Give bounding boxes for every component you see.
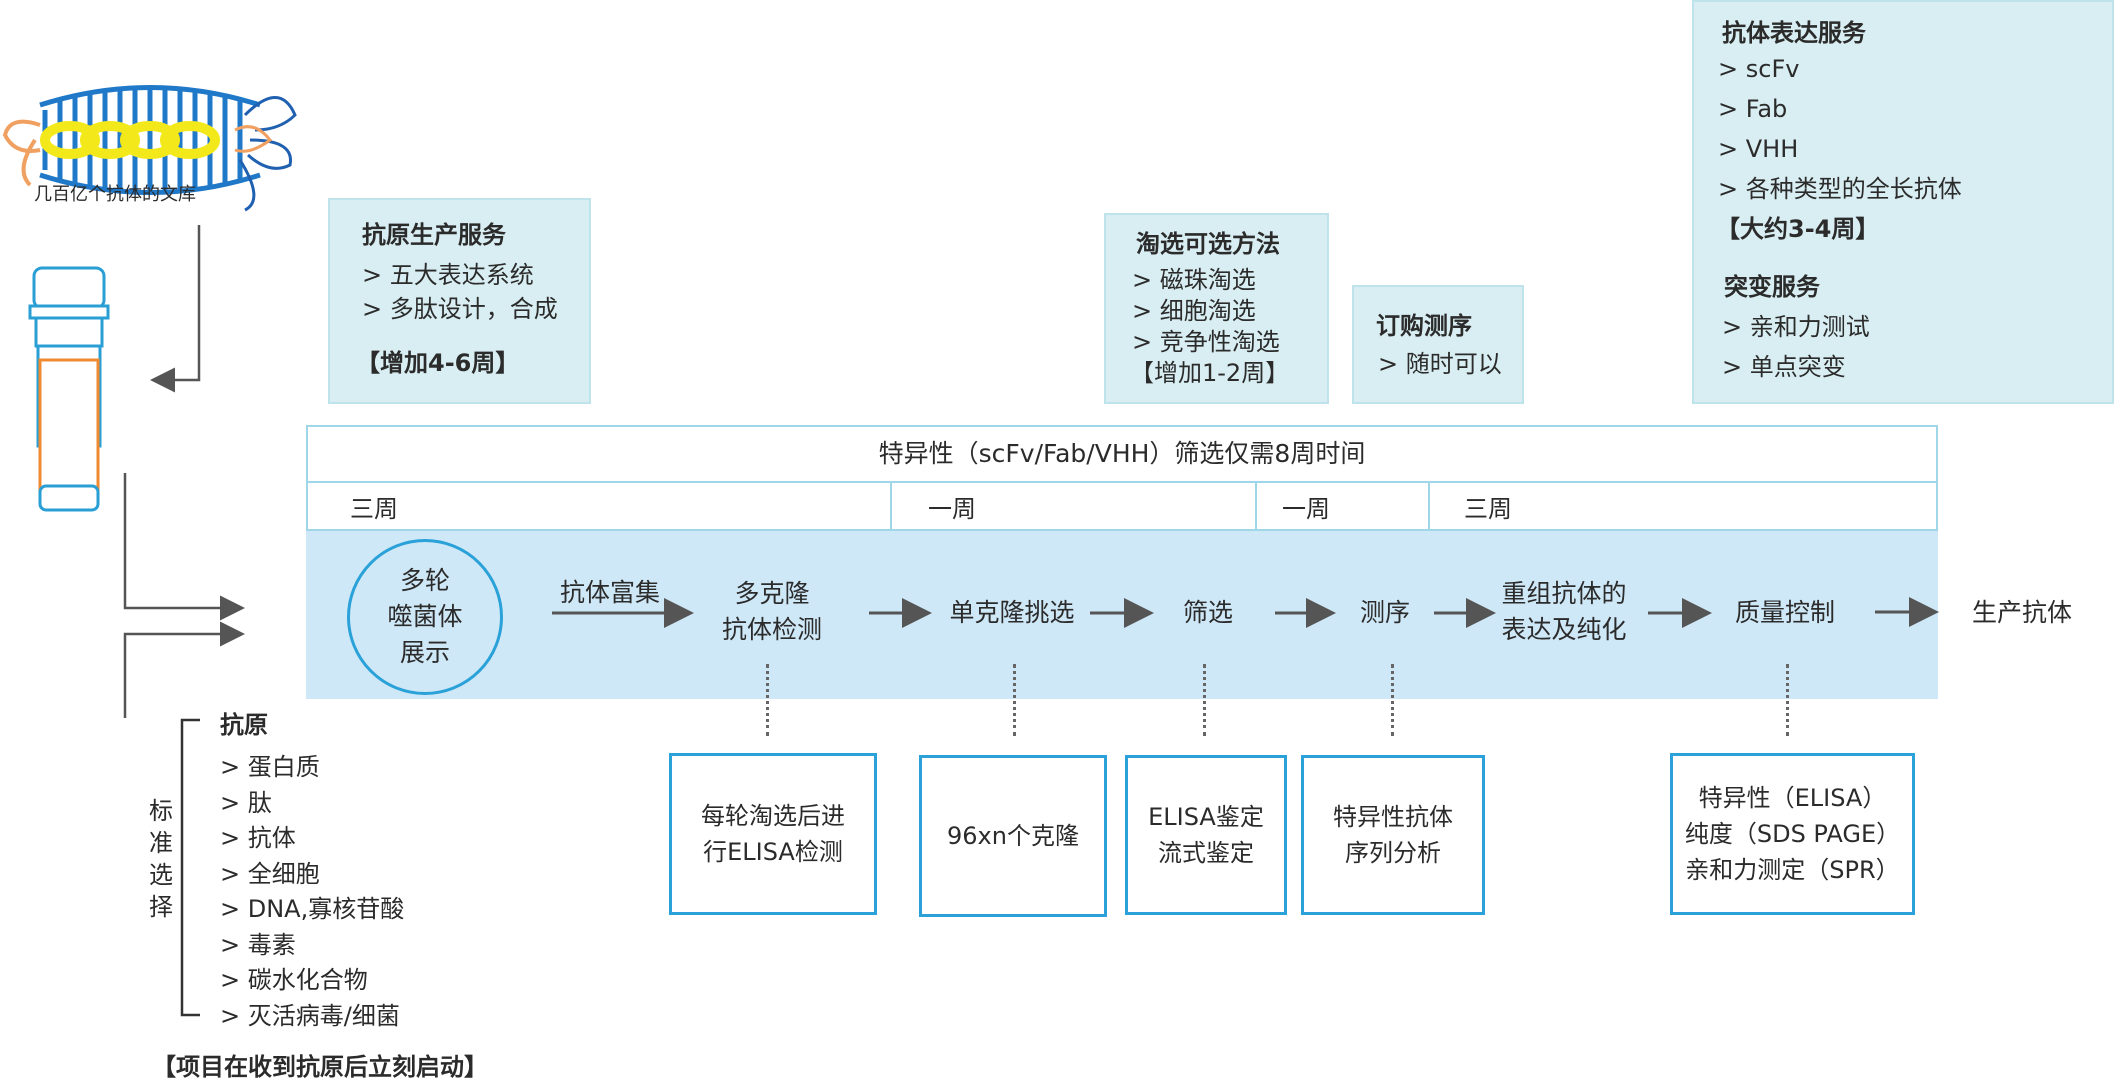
antigen-item: > 碳水化合物 [220,966,368,994]
process-band [306,531,1938,699]
detail-line: 序列分析 [1345,839,1441,867]
dotted-connector [1786,664,1789,736]
tube-icon [28,266,110,512]
panning-method-item: > 竞争性淘选 [1132,328,1280,356]
phage-display-line: 展示 [399,638,450,667]
expression-item: > Fab [1718,95,1788,123]
timeline-divider [1255,481,1257,531]
phage-display-circle: 多轮 噬菌体 展示 [347,539,503,695]
antigen-item: > DNA,寡核苷酸 [220,895,405,923]
expression-duration: 【大约3-4周】 [1716,215,1880,243]
detail-line: 特异性抗体 [1333,803,1453,831]
process-step-line: 表达及纯化 [1501,615,1627,644]
side-label-char: 准 [149,829,173,857]
antigen-service-box: 抗原生产服务 > 五大表达系统 > 多肽设计，合成 【增加4-6周】 [328,198,591,404]
detail-line: 96xn个克隆 [947,822,1079,850]
panning-method-item: > 磁珠淘选 [1132,266,1256,294]
antigen-item: > 抗体 [220,824,296,852]
process-step: 测序 [1359,598,1411,627]
timeline-divider [1428,481,1430,531]
side-label-char: 标 [149,797,173,825]
sequencing-order-title: 订购测序 [1376,312,1472,340]
antigen-service-item: > 多肽设计，合成 [362,295,558,323]
project-start-note: 【项目在收到抗原后立刻启动】 [152,1053,488,1081]
panning-methods-title: 淘选可选方法 [1136,230,1280,258]
expression-item: > scFv [1718,55,1800,83]
standard-selection-label: 标 准 选 择 [146,795,176,923]
expression-service-title: 抗体表达服务 [1722,19,1866,47]
dotted-connector [1391,664,1394,736]
expression-service-box: 抗体表达服务 > scFv > Fab > VHH > 各种类型的全长抗体 【大… [1692,0,2114,404]
library-label: 几百亿个抗体的文库 [34,184,196,205]
dotted-connector [1203,664,1206,736]
timeline-divider [306,481,1938,483]
sequencing-order-item: > 随时可以 [1378,350,1502,378]
timeline-week: 三周 [350,495,398,523]
side-label-char: 择 [149,893,173,921]
timeline-header: 特异性（scFv/Fab/VHH）筛选仅需8周时间 [878,439,1366,468]
expression-item: > 各种类型的全长抗体 [1718,175,1962,203]
process-step: 单克隆挑选 [949,598,1075,627]
detail-box: 特异性抗体 序列分析 [1301,755,1485,915]
antigen-item: > 蛋白质 [220,753,320,781]
antigen-item: > 肽 [220,788,272,817]
timeline-week: 一周 [928,495,976,523]
antigen-item: > 毒素 [220,930,296,959]
timeline-divider [890,481,892,531]
mutation-service-title: 突变服务 [1724,273,1820,301]
antigen-service-item: > 五大表达系统 [362,261,534,289]
detail-line: 纯度（SDS PAGE） [1684,820,1901,848]
antigen-service-duration: 【增加4-6周】 [356,349,520,377]
detail-box: 特异性（ELISA） 纯度（SDS PAGE） 亲和力测定（SPR） [1670,753,1915,915]
mutation-item: > 单点突变 [1722,353,1846,381]
detail-line: ELISA鉴定 [1148,803,1264,831]
detail-line: 流式鉴定 [1158,839,1254,867]
timeline-week: 一周 [1282,495,1330,523]
side-label-char: 选 [149,861,173,889]
mutation-item: > 亲和力测试 [1722,313,1870,341]
process-step: 质量控制 [1734,598,1836,627]
expression-item: > VHH [1718,135,1799,163]
panning-method-item: > 细胞淘选 [1132,297,1256,325]
process-step: 筛选 [1182,598,1234,627]
timeline-week: 三周 [1464,495,1512,523]
detail-line: 每轮淘选后进 [701,802,845,830]
detail-box: 96xn个克隆 [919,755,1107,917]
detail-line: 行ELISA检测 [703,838,843,866]
process-step-line: 重组抗体的 [1501,579,1627,608]
detail-line: 特异性（ELISA） [1698,784,1887,812]
process-step-line: 多克隆 [734,579,810,608]
antibody-library-icon [2,85,297,212]
panning-methods-box: 淘选可选方法 > 磁珠淘选 > 细胞淘选 > 竞争性淘选 【增加1-2周】 [1104,213,1329,404]
phage-display-line: 噬菌体 [387,602,463,631]
timeline-table [306,425,1938,531]
phage-display-line: 多轮 [399,566,450,595]
dotted-connector [1013,664,1016,736]
enrichment-label: 抗体富集 [559,578,661,607]
antigen-service-title: 抗原生产服务 [362,221,506,249]
detail-box: ELISA鉴定 流式鉴定 [1125,755,1287,915]
antigen-list-title: 抗原 [220,711,268,739]
antigen-list: > 蛋白质 > 肽 > 抗体 > 全细胞 > DNA,寡核苷酸 > 毒素 > 碳… [220,750,404,1034]
sequencing-order-box: 订购测序 > 随时可以 [1352,285,1524,404]
antigen-item: > 全细胞 [220,859,320,888]
detail-line: 亲和力测定（SPR） [1685,856,1900,884]
final-product: 生产抗体 [1971,598,2073,627]
antigen-item: > 灭活病毒/细菌 [220,1001,400,1030]
dotted-connector [766,664,769,736]
process-step-line: 抗体检测 [721,615,823,644]
process-step: 重组抗体的 表达及纯化 [1501,576,1626,648]
detail-box: 每轮淘选后进 行ELISA检测 [669,753,877,915]
process-step: 多克隆 抗体检测 [722,576,822,648]
panning-methods-duration: 【增加1-2周】 [1130,359,1290,387]
